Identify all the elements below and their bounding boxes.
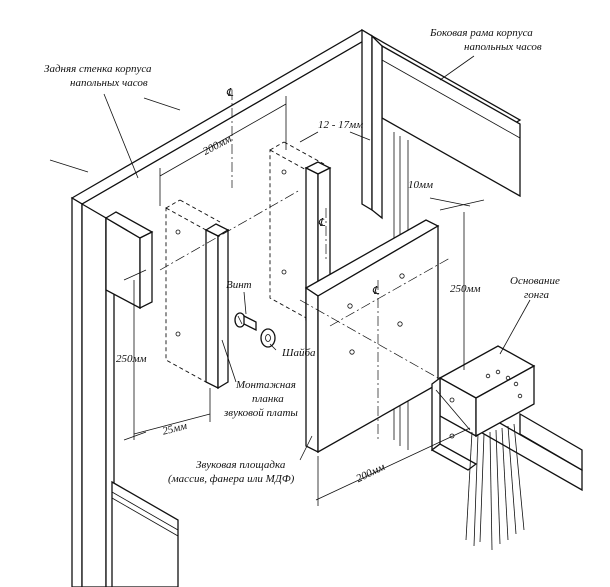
svg-text:Основание: Основание <box>510 275 560 287</box>
svg-text:Звуковая площадка: Звуковая площадка <box>196 459 286 471</box>
dim-200-bottom: 200мм <box>354 461 387 485</box>
svg-text:Монтажная: Монтажная <box>235 379 296 391</box>
svg-text:Задняя стенка корпуса: Задняя стенка корпуса <box>44 63 152 75</box>
centerline-mark: ℄ <box>226 87 234 99</box>
leader-lines <box>49 55 531 461</box>
screw-icon <box>234 312 257 332</box>
side-frame-label: Боковая рама корпуса напольных часов <box>429 27 542 53</box>
svg-text:напольных часов: напольных часов <box>70 77 148 89</box>
washer-label: Шайба <box>281 347 316 359</box>
left-mount-strip <box>165 199 230 390</box>
soundboard-hole <box>397 321 403 327</box>
svg-text:Боковая рама корпуса: Боковая рама корпуса <box>429 27 533 39</box>
gong-base-label: Основание гонга <box>510 275 560 301</box>
dim-250-right: 250мм <box>450 283 481 295</box>
centerline-mark: ℄ <box>372 285 380 297</box>
washer-icon <box>260 328 276 348</box>
svg-text:звуковой платы: звуковой платы <box>223 407 298 419</box>
screw-label: Винт <box>226 279 252 291</box>
soundboard-hole <box>349 349 355 355</box>
back-wall-label: Задняя стенка корпуса напольных часов <box>44 63 152 89</box>
soundboard-hole <box>347 303 353 309</box>
dim-250-left: 250мм <box>116 353 147 365</box>
svg-text:гонга: гонга <box>524 289 550 301</box>
svg-text:напольных часов: напольных часов <box>464 41 542 53</box>
back-wall-panel <box>70 29 374 587</box>
gong-base-block <box>430 345 536 551</box>
svg-text:планка: планка <box>252 393 284 405</box>
soundboard-label: Звуковая площадка (массив, фанера или МД… <box>168 459 295 485</box>
soundboard-hole <box>399 273 405 279</box>
dimension-lines <box>123 96 485 506</box>
centerline-mark: ℄ <box>318 217 326 229</box>
dim-25: 25мм <box>161 420 188 438</box>
dim-200-top: 200мм <box>201 133 234 158</box>
svg-text:(массив, фанера или МДФ): (массив, фанера или МДФ) <box>168 473 295 485</box>
dim-10: 10мм <box>408 179 433 191</box>
centerlines <box>159 90 471 440</box>
dim-12-17: 12 - 17мм <box>318 119 363 131</box>
mount-strip-label: Монтажная планка звуковой платы <box>223 379 298 419</box>
screw-washer-assembly <box>234 312 276 348</box>
